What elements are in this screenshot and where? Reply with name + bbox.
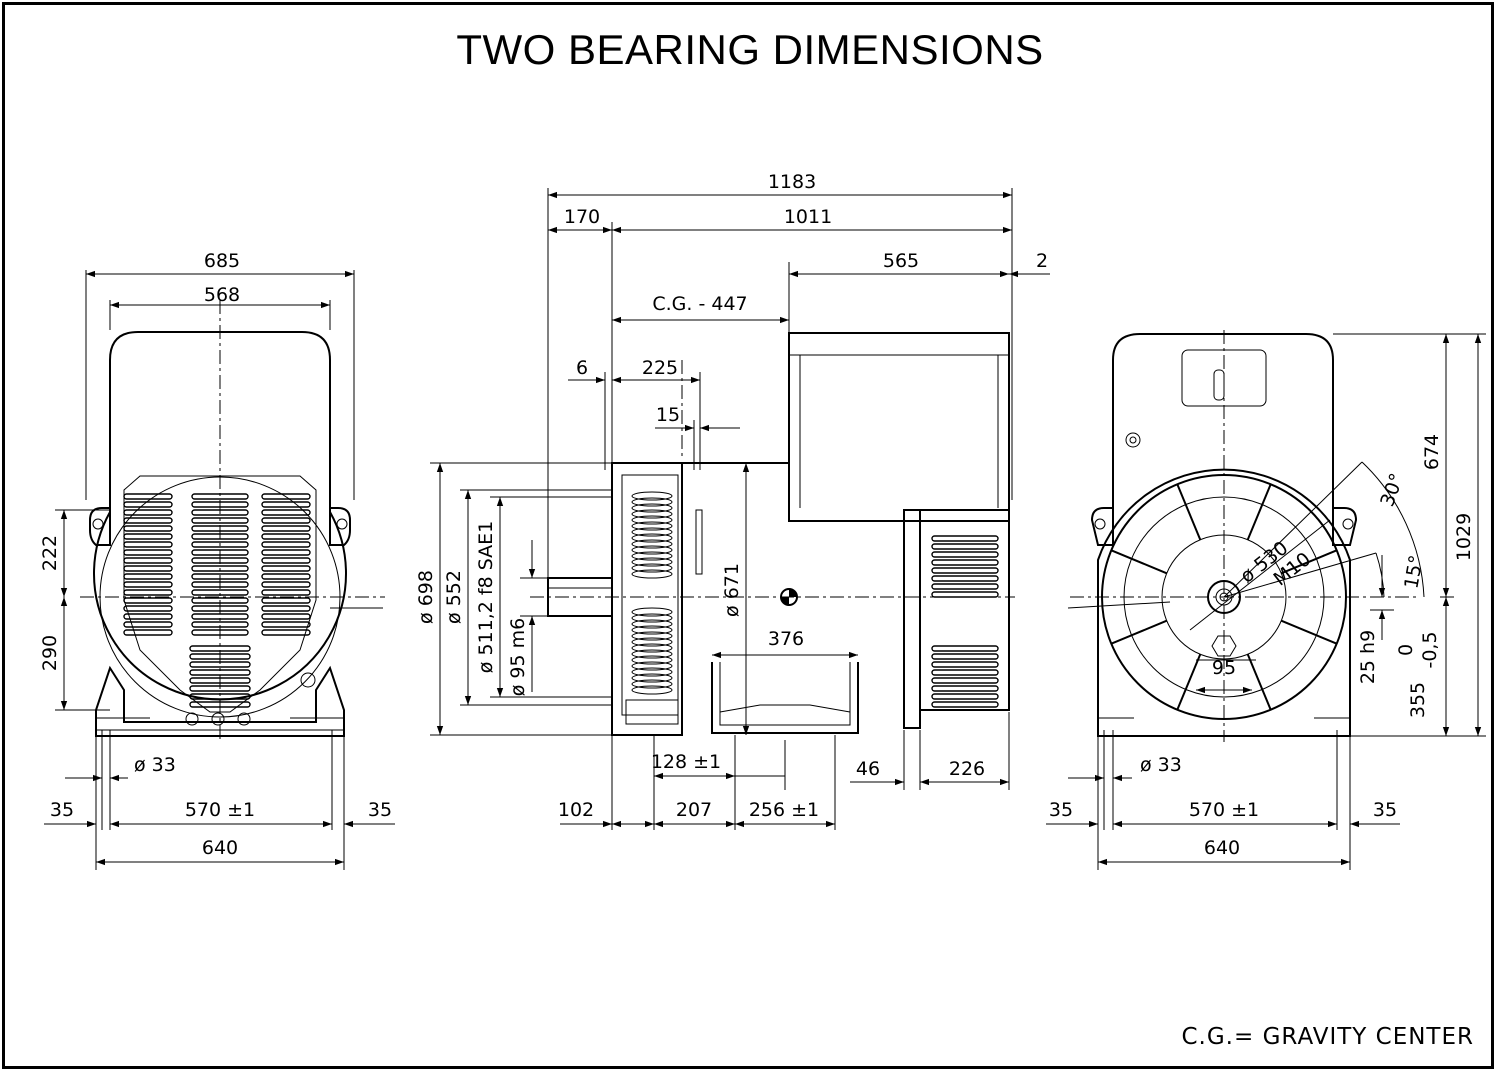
- dim-hole-33-end: ø 33: [1140, 754, 1182, 776]
- dim-290: 290: [39, 635, 61, 671]
- dim-568: 568: [204, 284, 240, 306]
- front-view: 685 568 222 290 ø 33 35 570 ±1 35 640: [39, 250, 395, 870]
- dim-6: 6: [576, 357, 588, 379]
- dim-355: 355: [1407, 682, 1429, 718]
- dim-35-left: 35: [50, 799, 74, 821]
- dim-35-right-end: 35: [1373, 799, 1397, 821]
- tol-lower: -0,5: [1419, 631, 1441, 668]
- dim-dia-552: ø 552: [443, 570, 465, 624]
- dim-1011: 1011: [784, 206, 832, 228]
- dim-dia-671: ø 671: [721, 563, 743, 617]
- angle-30: 30°: [1376, 470, 1408, 509]
- angle-15: 15°: [1400, 553, 1428, 590]
- tol-upper: 0: [1395, 644, 1417, 656]
- dim-226: 226: [949, 758, 985, 780]
- dim-570-end: 570 ±1: [1189, 799, 1259, 821]
- footnote-gravity-center: C.G.= GRAVITY CENTER: [1181, 1024, 1474, 1050]
- dim-46: 46: [856, 758, 880, 780]
- dim-cg-447: C.G. - 447: [652, 293, 747, 315]
- dim-dia-698: ø 698: [415, 570, 437, 624]
- dim-hole-33: ø 33: [134, 754, 176, 776]
- dim-35-right: 35: [368, 799, 392, 821]
- end-view: 30° 15° ø 530 M10 95 674 1029 25 h9 355 …: [1046, 330, 1486, 870]
- dim-35-left-end: 35: [1049, 799, 1073, 821]
- dim-128: 128 ±1: [651, 751, 721, 773]
- dim-570: 570 ±1: [185, 799, 255, 821]
- dim-685: 685: [204, 250, 240, 272]
- dim-640-end: 640: [1204, 837, 1240, 859]
- dim-565: 565: [883, 250, 919, 272]
- dim-dia-spigot: ø 511,2 f8 SAE1: [475, 521, 497, 673]
- dim-376: 376: [768, 628, 804, 650]
- dim-222: 222: [39, 535, 61, 571]
- dim-207: 207: [676, 799, 712, 821]
- dim-15: 15: [656, 404, 680, 426]
- dim-225: 225: [642, 357, 678, 379]
- dim-256: 256 ±1: [749, 799, 819, 821]
- dim-1029: 1029: [1453, 513, 1475, 561]
- dim-102: 102: [558, 799, 594, 821]
- dim-170: 170: [564, 206, 600, 228]
- dim-640: 640: [202, 837, 238, 859]
- dim-2: 2: [1036, 250, 1048, 272]
- drawing-title: TWO BEARING DIMENSIONS: [456, 26, 1044, 73]
- dim-1183: 1183: [768, 171, 816, 193]
- dim-key-25h9: 25 h9: [1357, 630, 1379, 684]
- dim-dia-shaft: ø 95 m6: [507, 618, 529, 696]
- dim-95: 95: [1212, 657, 1236, 679]
- dim-674: 674: [1421, 434, 1443, 470]
- side-view: 1183 170 1011 565 2 C.G. - 447 6 225 15: [415, 171, 1050, 830]
